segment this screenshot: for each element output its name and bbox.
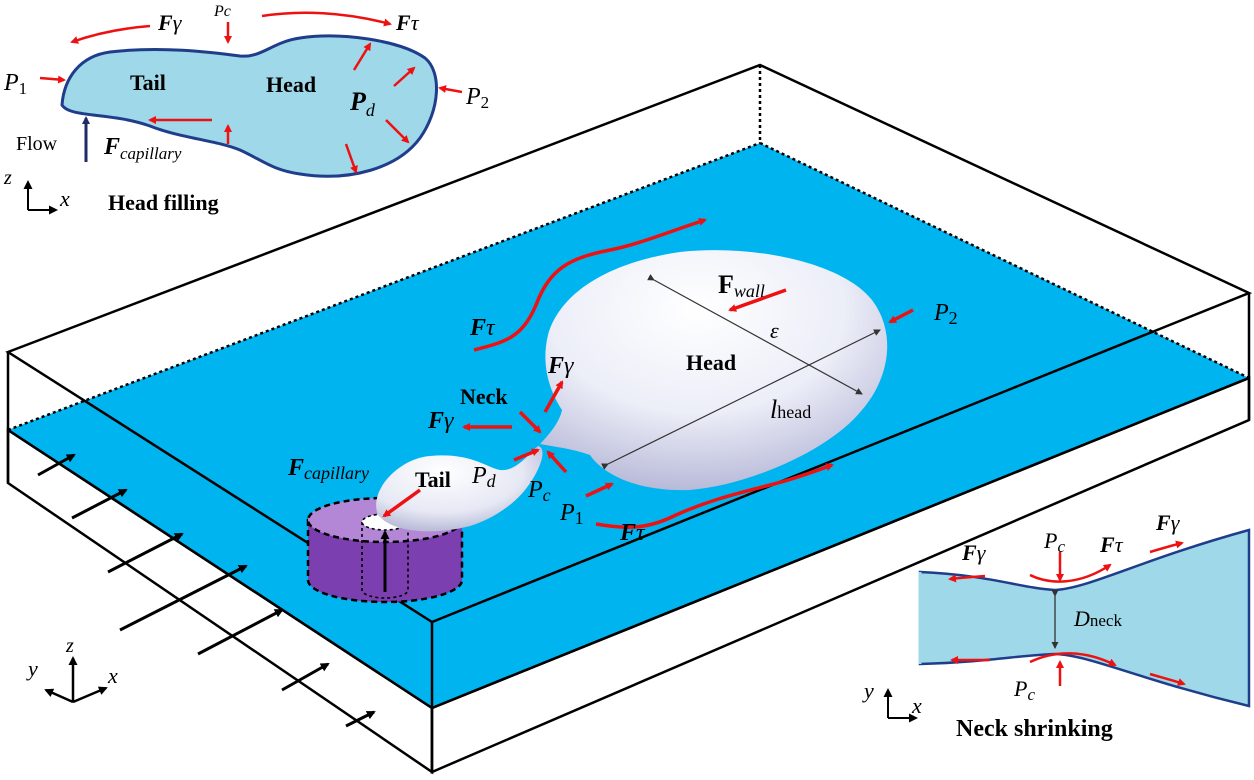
head-label: Head <box>686 350 736 375</box>
force-arrow-icon <box>948 574 986 583</box>
p2-label: P2 <box>933 300 958 328</box>
inset-tail-label: Tail <box>130 70 166 95</box>
inset-p1-label: P1 <box>3 70 27 98</box>
force-arrow-icon <box>595 463 834 529</box>
inset-axis-x: x <box>59 186 70 211</box>
flow-arrows <box>37 453 376 728</box>
fluid-right-edge <box>431 376 1250 710</box>
flow-arrow-icon <box>71 488 128 520</box>
force-arrow-icon <box>1149 540 1184 554</box>
force-arrow-icon <box>385 119 410 144</box>
force-arrow-icon <box>70 24 151 44</box>
force-arrow-icon <box>39 75 66 84</box>
neck-axis-x: x <box>911 693 922 718</box>
axis-x-label: x <box>107 663 118 688</box>
flow-arrow-icon <box>197 608 284 656</box>
neck-f-gamma-left: Fγ <box>961 540 987 565</box>
force-arrow-icon <box>382 488 422 518</box>
neck-shrinking-inset: Fγ Pc Fτ Fγ Dneck Pc y x Neck shrinking <box>862 510 1251 742</box>
force-arrow-icon <box>728 288 787 312</box>
f-tau-top-label: Fτ <box>469 315 496 341</box>
force-arrow-icon <box>1149 672 1186 686</box>
inset-f-gamma-label: Fγ <box>157 10 183 35</box>
f-gamma-neck-label: Fγ <box>547 353 574 379</box>
f-tau-bottom-label: Fτ <box>619 520 646 546</box>
inset-droplet-shape <box>60 34 438 178</box>
force-arrow-icon <box>543 380 564 413</box>
tail-label: Tail <box>415 467 451 492</box>
force-arrow-icon <box>261 11 392 27</box>
axis-z-label: z <box>65 635 74 657</box>
neck-pc-bottom: Pc <box>1013 676 1035 704</box>
force-arrow-icon <box>888 308 914 324</box>
f-gamma-left-label: Fγ <box>427 408 454 434</box>
force-arrow-icon <box>1029 652 1117 667</box>
axis-y-label: y <box>26 656 38 681</box>
flow-arrow-icon <box>281 662 330 692</box>
flow-arrow-icon <box>107 532 184 574</box>
d-neck-label: Dneck <box>1073 606 1122 631</box>
inset-title: Head filling <box>108 190 219 215</box>
outlet-inner-tube <box>361 522 409 599</box>
force-arrow-icon <box>585 482 614 498</box>
force-arrow-icon <box>513 448 540 462</box>
inset-axis-z: z <box>3 167 12 189</box>
neck-f-gamma-right: Fγ <box>1155 510 1181 535</box>
epsilon-label: ε <box>770 318 779 343</box>
inset-pc-label: Pc <box>213 3 231 20</box>
force-arrow-icon <box>352 42 372 71</box>
force-arrow-icon <box>1029 563 1112 583</box>
p1-label: P1 <box>559 500 584 528</box>
inset-pd-label: Pd <box>349 87 376 120</box>
flow-arrow-icon <box>345 710 376 728</box>
pd-label: Pd <box>471 463 497 491</box>
neck-label: Neck <box>460 384 508 409</box>
l-head-label: lhead <box>770 395 811 424</box>
pc-label: Pc <box>527 477 551 505</box>
force-arrow-icon <box>518 410 542 434</box>
neck-f-tau: Fτ <box>1099 532 1124 557</box>
inset-f-tau-label: Fτ <box>395 10 420 35</box>
neck-axis-y: y <box>862 678 874 703</box>
f-capillary-label: Fcapillary <box>287 455 369 483</box>
main-axis-icon <box>44 656 108 704</box>
main-force-arrows <box>382 218 914 529</box>
force-arrow-icon <box>546 450 568 474</box>
box-back-left-hidden <box>7 141 761 432</box>
flow-arrow-icon <box>37 453 76 477</box>
neck-axis-icon <box>883 688 918 723</box>
inset-f-capillary-label: Fcapillary <box>103 134 182 163</box>
fluid-front-edge <box>7 428 433 710</box>
head-filling-inset: Tail Head Fγ Pc Fτ P1 P2 Pd Flow Fcapill… <box>3 3 489 215</box>
force-arrow-icon <box>473 218 707 352</box>
box-back-right-hidden <box>759 141 1250 380</box>
lhead-dimension <box>601 329 881 470</box>
neck-pc-top: Pc <box>1043 528 1065 556</box>
inset-head-label: Head <box>266 72 316 97</box>
flow-arrow-icon <box>119 564 248 632</box>
inset-flow-label: Flow <box>16 133 58 155</box>
inset-axis-icon <box>23 180 58 215</box>
force-arrow-icon <box>344 143 358 174</box>
force-arrow-icon <box>393 66 416 87</box>
neck-shape <box>918 528 1251 708</box>
inset-p2-label: P2 <box>465 84 489 112</box>
main-labels: Head Neck Tail Fwall ε lhead P2 Fτ Fγ Fγ… <box>287 270 958 546</box>
f-wall-label: Fwall <box>718 270 765 301</box>
force-arrow-icon <box>438 85 463 94</box>
neck-title: Neck shrinking <box>956 716 1113 742</box>
droplet-tail <box>376 446 543 532</box>
